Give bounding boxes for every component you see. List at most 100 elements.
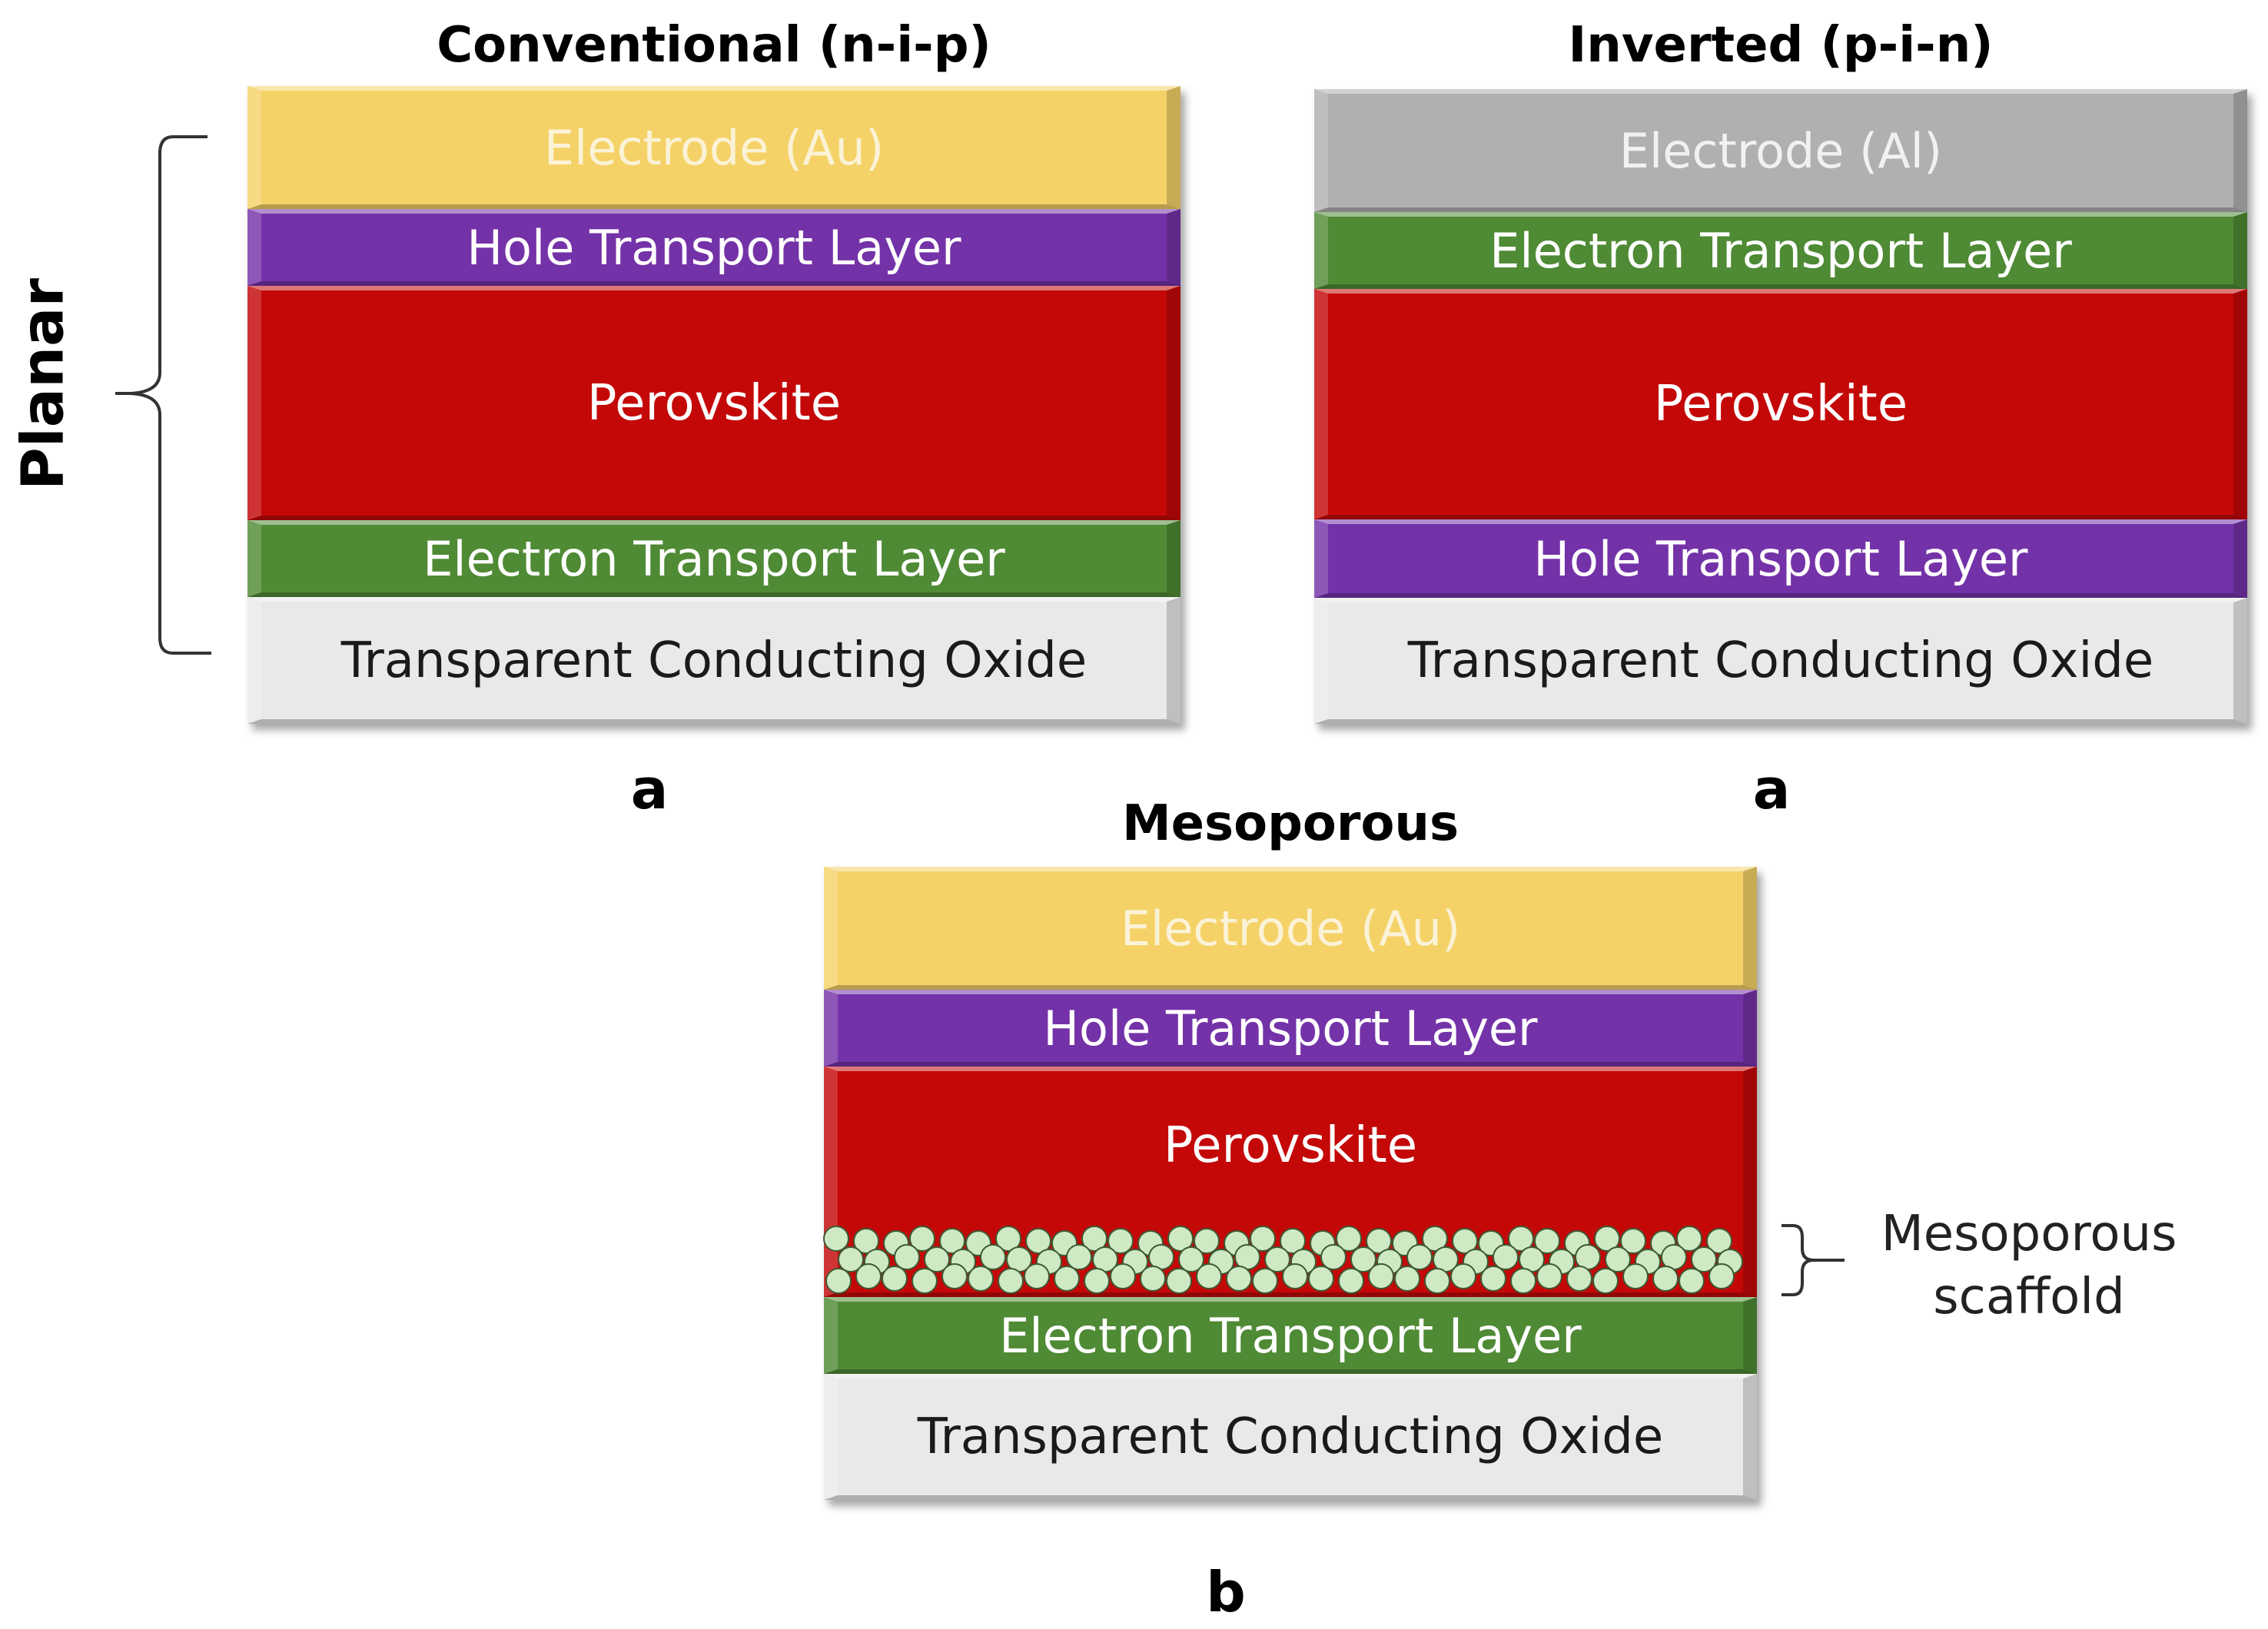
- layer-perovskite: Perovskite: [247, 286, 1180, 520]
- scaffold-particle: [1194, 1228, 1220, 1254]
- conventional-stack: Electrode (Au) Hole Transport Layer Pero…: [247, 86, 1180, 724]
- layer-hole-transport: Hole Transport Layer: [1314, 519, 2247, 598]
- layer-label: Transparent Conducting Oxide: [340, 632, 1088, 689]
- panel-tag-inverted: a: [1752, 757, 1791, 821]
- scaffold-particle: [912, 1268, 938, 1294]
- layer-electron-transport: Electron Transport Layer: [247, 520, 1180, 597]
- scaffold-particle: [894, 1244, 920, 1270]
- layer-tco: Transparent Conducting Oxide: [824, 1374, 1757, 1500]
- scaffold-particle: [1536, 1263, 1562, 1289]
- scaffold-particle: [1679, 1268, 1705, 1294]
- inverted-title: Inverted (p-i-n): [1568, 17, 1994, 74]
- panel-tag-conventional: a: [630, 757, 669, 821]
- scaffold-particle: [1422, 1226, 1448, 1252]
- scaffold-particle: [980, 1244, 1006, 1270]
- layer-tco: Transparent Conducting Oxide: [247, 597, 1180, 724]
- inverted-stack: Electrode (Al) Electron Transport Layer …: [1314, 89, 2247, 724]
- scaffold-particle: [1264, 1246, 1290, 1272]
- scaffold-particle: [1452, 1228, 1478, 1254]
- scaffold-particle: [1167, 1226, 1194, 1252]
- scaffold-particle: [1594, 1226, 1620, 1252]
- layer-label: Perovskite: [1653, 376, 1908, 433]
- layer-tco: Transparent Conducting Oxide: [1314, 598, 2247, 724]
- scaffold-particle: [909, 1226, 935, 1252]
- panel-tag-mesoporous: b: [1206, 1560, 1246, 1624]
- layer-label: Transparent Conducting Oxide: [1407, 632, 2154, 689]
- scaffold-particle: [1110, 1263, 1136, 1289]
- scaffold-particle: [1140, 1266, 1166, 1292]
- scaffold-particle: [1066, 1244, 1092, 1270]
- scaffold-particle: [1493, 1244, 1519, 1270]
- scaffold-particle: [968, 1266, 994, 1292]
- layer-electron-transport: Electron Transport Layer: [824, 1297, 1757, 1374]
- scaffold-particle: [1166, 1268, 1192, 1294]
- scaffold-particle: [1308, 1266, 1334, 1292]
- scaffold-particle: [1605, 1246, 1631, 1272]
- scaffold-particle: [1508, 1226, 1534, 1252]
- scaffold-particle: [1622, 1263, 1649, 1289]
- conventional-title: Conventional (n-i-p): [437, 17, 991, 74]
- mesoporous-stack: Electrode (Au) Hole Transport Layer Pero…: [823, 867, 1757, 1500]
- scaffold-particle: [1252, 1268, 1278, 1294]
- scaffold-particle: [1178, 1246, 1204, 1272]
- scaffold-particle: [882, 1266, 908, 1292]
- scaffold-particle: [1350, 1246, 1376, 1272]
- scaffold-particle: [1338, 1268, 1364, 1294]
- layer-label: Perovskite: [586, 374, 842, 432]
- scaffold-particle: [941, 1263, 968, 1289]
- scaffold-particle: [1320, 1244, 1347, 1270]
- scaffold-particle: [1024, 1263, 1050, 1289]
- layer-label: Perovskite: [1163, 1117, 1418, 1174]
- scaffold-particle: [1368, 1263, 1394, 1289]
- scaffold-particle: [1196, 1263, 1222, 1289]
- scaffold-particle: [1566, 1266, 1592, 1292]
- layer-electrode-al: Electrode (Al): [1314, 89, 2247, 212]
- scaffold-particle: [1510, 1268, 1536, 1294]
- scaffold-particle: [1107, 1228, 1134, 1254]
- scaffold-label-line: scaffold: [1933, 1269, 2125, 1325]
- layer-label: Hole Transport Layer: [1043, 1000, 1538, 1057]
- layer-hole-transport: Hole Transport Layer: [824, 990, 1757, 1067]
- scaffold-particle: [1706, 1228, 1732, 1254]
- scaffold-particle: [1054, 1266, 1080, 1292]
- layer-electron-transport: Electron Transport Layer: [1314, 212, 2247, 289]
- scaffold-label: Mesoporous scaffold: [1856, 1203, 2202, 1329]
- layer-label: Transparent Conducting Oxide: [917, 1408, 1664, 1465]
- layer-electrode-au: Electrode (Au): [247, 86, 1180, 209]
- scaffold-particle: [1406, 1244, 1433, 1270]
- layer-perovskite: Perovskite: [824, 1067, 1757, 1297]
- scaffold-particle: [1226, 1266, 1252, 1292]
- scaffold-label-line: Mesoporous: [1881, 1206, 2177, 1262]
- scaffold-particle: [853, 1228, 879, 1254]
- mesoporous-scaffold: [823, 1226, 1743, 1294]
- scaffold-particle: [995, 1226, 1021, 1252]
- scaffold-particle: [1691, 1246, 1717, 1272]
- scaffold-particle: [1394, 1266, 1420, 1292]
- scaffold-particle: [1280, 1228, 1306, 1254]
- scaffold-particle: [1534, 1228, 1560, 1254]
- scaffold-particle: [1025, 1228, 1051, 1254]
- scaffold-particle: [1081, 1226, 1107, 1252]
- layer-perovskite: Perovskite: [1314, 289, 2247, 519]
- scaffold-particle: [823, 1226, 849, 1252]
- scaffold-particle: [1250, 1226, 1276, 1252]
- layer-label: Electrode (Al): [1619, 122, 1943, 179]
- scaffold-particle: [939, 1228, 965, 1254]
- scaffold-particle: [924, 1246, 950, 1272]
- layer-hole-transport: Hole Transport Layer: [247, 209, 1180, 286]
- scaffold-particle: [1676, 1226, 1702, 1252]
- scaffold-particle: [855, 1263, 882, 1289]
- layer-label: Electron Transport Layer: [423, 530, 1005, 587]
- scaffold-particle: [825, 1268, 852, 1294]
- layer-label: Electron Transport Layer: [1489, 222, 2072, 279]
- layer-label: Electron Transport Layer: [999, 1307, 1582, 1364]
- scaffold-particle: [1282, 1263, 1308, 1289]
- scaffold-particle: [838, 1246, 864, 1272]
- layer-electrode-au: Electrode (Au): [824, 867, 1757, 990]
- layer-label: Hole Transport Layer: [1533, 530, 2028, 587]
- scaffold-particle: [1084, 1268, 1110, 1294]
- scaffold-particle: [1366, 1228, 1392, 1254]
- scaffold-particle: [1708, 1263, 1735, 1289]
- layer-label: Electrode (Au): [543, 119, 885, 176]
- scaffold-particle: [1424, 1268, 1450, 1294]
